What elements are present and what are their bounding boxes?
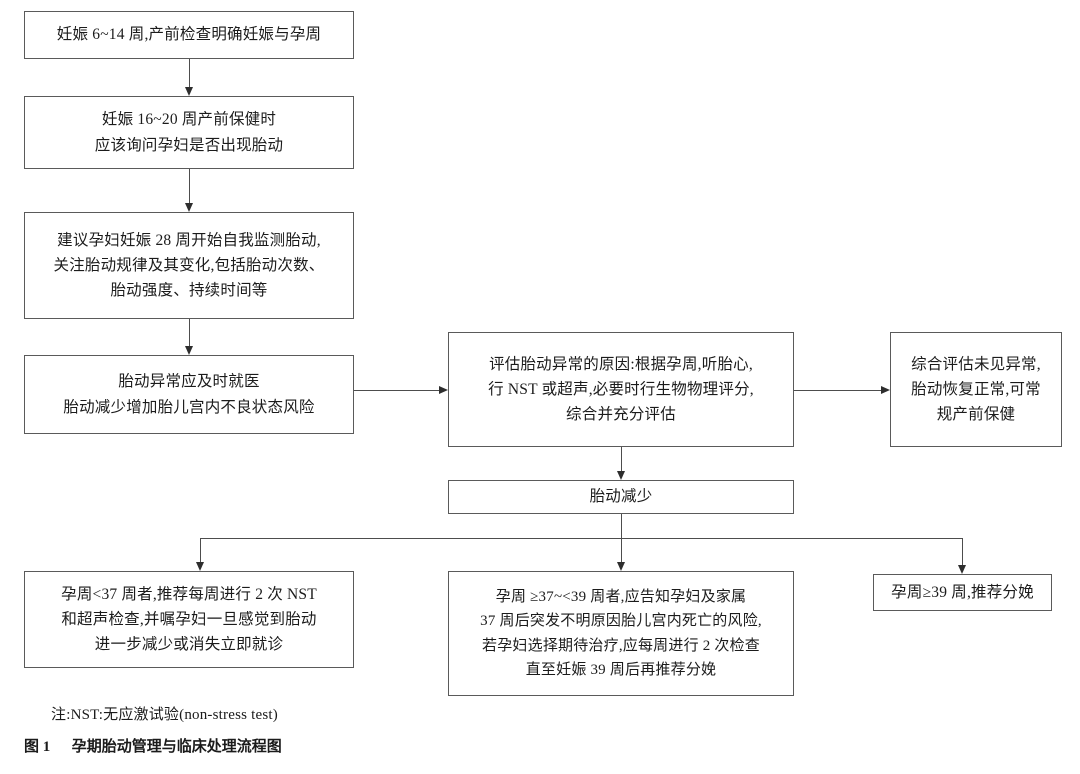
node-early-pregnancy-confirmation[interactable]: 妊娠 6~14 周,产前检查明确妊娠与孕周 [24,11,354,59]
node-line: 胎动恢复正常,可常 [911,380,1041,398]
node-line: 胎动减少增加胎儿宫内不良状态风险 [63,398,315,416]
connector-n7-to-bus [621,514,622,538]
connector-n5-to-n6 [794,390,881,391]
figure-title: 孕期胎动管理与临床处理流程图 [71,739,282,755]
node-line: 直至妊娠 39 周后再推荐分娩 [525,661,717,678]
node-over-39-weeks-delivery[interactable]: 孕周≥39 周,推荐分娩 [873,574,1052,611]
connector-n3-to-n4 [189,319,190,346]
node-line: 行 NST 或超声,必要时行生物物理评分, [488,380,754,398]
node-line: 综合并充分评估 [566,406,676,424]
branch-left-drop [200,538,201,562]
arrow-bus-to-n8 [195,562,204,571]
node-line: 若孕妇选择期待治疗,应每周进行 2 次检查 [482,637,760,654]
node-line: 37 周后突发不明原因胎儿宫内死亡的风险, [480,613,762,630]
arrow-n2-to-n3 [184,203,193,212]
node-line: 和超声检查,并嘱孕妇一旦感觉到胎动 [61,610,317,628]
connector-n5-to-n7 [621,447,622,471]
connector-n2-to-n3 [189,169,190,203]
node-line: 妊娠 16~20 周产前保健时 [101,111,277,129]
node-line: 胎动强度、持续时间等 [110,282,268,300]
node-evaluate-cause[interactable]: 评估胎动异常的原因:根据孕周,听胎心, 行 NST 或超声,必要时行生物物理评分… [448,332,794,447]
node-line: 建议孕妇妊娠 28 周开始自我监测胎动, [57,231,321,249]
node-line: 孕周≥39 周,推荐分娩 [891,583,1034,601]
node-ask-about-fetal-movement[interactable]: 妊娠 16~20 周产前保健时 应该询问孕妇是否出现胎动 [24,96,354,169]
node-line: 孕周 ≥37~<39 周者,应告知孕妇及家属 [495,588,747,605]
connector-n4-to-n5 [354,390,439,391]
node-line: 应该询问孕妇是否出现胎动 [94,136,284,154]
node-line: 孕周<37 周者,推荐每周进行 2 次 NST [61,585,317,603]
node-abnormal-movement-seek-care[interactable]: 胎动异常应及时就医 胎动减少增加胎儿宫内不良状态风险 [24,355,354,434]
node-line: 评估胎动异常的原因:根据孕周,听胎心, [489,355,753,373]
figure-caption: 图 1 孕期胎动管理与临床处理流程图 [24,735,282,756]
node-line: 综合评估未见异常, [911,355,1041,373]
branch-right-drop [962,538,963,565]
node-line: 规产前保健 [936,406,1016,424]
node-reduced-fetal-movement[interactable]: 胎动减少 [448,480,794,514]
node-line: 胎动异常应及时就医 [118,373,260,391]
arrow-bus-to-n10 [957,565,966,574]
arrow-n5-to-n7 [616,471,625,480]
node-37-to-39-weeks-plan[interactable]: 孕周 ≥37~<39 周者,应告知孕妇及家属 37 周后突发不明原因胎儿宫内死亡… [448,571,794,696]
node-line: 妊娠 6~14 周,产前检查明确妊娠与孕周 [56,26,322,44]
arrow-n5-to-n6 [881,385,890,394]
node-under-37-weeks-plan[interactable]: 孕周<37 周者,推荐每周进行 2 次 NST 和超声检查,并嘱孕妇一旦感觉到胎… [24,571,354,668]
node-line: 胎动减少 [589,488,653,506]
node-normal-result-routine-care[interactable]: 综合评估未见异常, 胎动恢复正常,可常 规产前保健 [890,332,1062,447]
connector-n1-to-n2 [189,59,190,87]
figure-number: 图 1 [24,739,51,755]
branch-middle-drop [621,538,622,562]
arrow-n4-to-n5 [439,385,448,394]
figure-note: 注:NST:无应激试验(non-stress test) [51,707,278,723]
node-self-monitoring-advice[interactable]: 建议孕妇妊娠 28 周开始自我监测胎动, 关注胎动规律及其变化,包括胎动次数、 … [24,212,354,319]
node-line: 关注胎动规律及其变化,包括胎动次数、 [53,256,325,274]
branch-bus-horizontal [200,538,963,539]
node-line: 进一步减少或消失立即就诊 [94,636,284,654]
arrow-n3-to-n4 [184,346,193,355]
arrow-bus-to-n9 [616,562,625,571]
arrow-n1-to-n2 [184,87,193,96]
